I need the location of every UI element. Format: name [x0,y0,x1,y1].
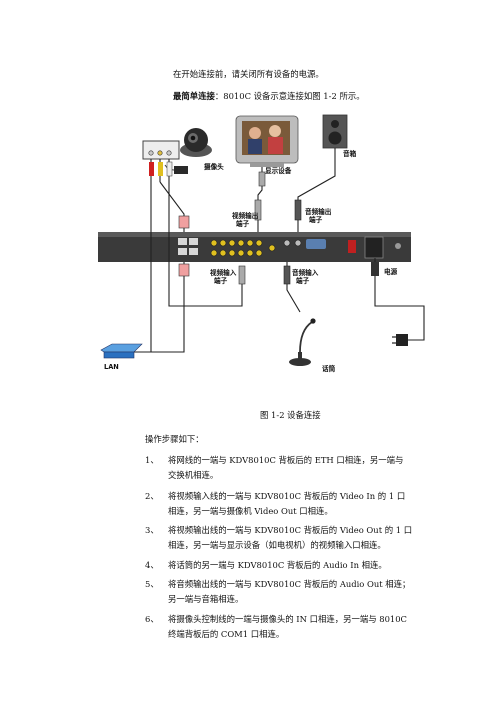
label-video-in-line1: 视频输入 [210,269,237,277]
intro-line-2: 最简单连接：8010C 设备示意连接如图 1-2 所示。 [173,91,365,102]
step-number: 1、 [145,455,159,465]
label-lan: LAN [104,363,119,371]
speaker-icon [322,114,348,149]
label-video-in: 视频输入 端子 [210,269,236,285]
label-audio-in: 音频输入 端子 [292,269,318,285]
step-line: 将话筒的另一端与 KDV8010C 背板后的 Audio In 相连。 [168,560,387,570]
camera-junction-box [142,140,180,160]
label-audio-in-line2: 端子 [296,277,310,285]
label-audio-out: 音频输出 端子 [305,208,331,224]
kdv8010c-backplane [98,232,411,262]
step-line: 另一端与音箱相连。 [168,594,244,604]
figure-caption: 图 1-2 设备连接 [260,410,321,420]
label-power: 电源 [384,268,398,276]
microphone-icon [289,318,316,366]
intro-bold-label: 最简单连接 [173,91,215,101]
tv-icon [235,115,299,167]
plug-connectors [149,161,379,285]
step-number: 2、 [145,491,159,501]
step-line: 将音频输出线的一端与 KDV8010C 背板后的 Audio Out 相连； [168,579,411,589]
camera-plug-icon [174,166,188,174]
power-plug-icon [392,334,408,346]
label-camera: 摄像头 [204,163,224,171]
intro-line-1: 在开始连接前，请关闭所有设备的电源。 [173,69,324,79]
step-line: 相连，另一端与显示设备（如电视机）的视频输入口相连。 [168,540,386,550]
label-audio-out-line2: 端子 [309,216,323,224]
step-number: 3、 [145,525,159,535]
label-video-out: 视频输出 端子 [232,212,258,228]
intro-rest: ：8010C 设备示意连接如图 1-2 所示。 [214,91,365,101]
step-line: 将视频输出线的一端与 KDV8010C 背板后的 Video Out 的 1 口 [168,525,413,535]
step-line: 将摄像头控制线的一端与摄像头的 IN 口相连，另一端与 8010C [168,614,407,624]
label-video-out-line2: 端子 [236,220,250,228]
step-line: 交换机相连。 [168,470,219,480]
step-number: 5、 [145,579,159,589]
steps-intro: 操作步骤如下： [145,434,204,444]
label-speaker: 音箱 [343,150,357,158]
step-number: 4、 [145,560,159,570]
step-line: 相连，另一端与摄像机 Video Out 口相连。 [168,506,333,516]
step-number: 6、 [145,614,159,624]
label-audio-out-line1: 音频输出 [305,208,332,216]
step-line: 将视频输入线的一端与 KDV8010C 背板后的 Video In 的 1 口 [168,491,406,501]
step-line: 将网线的一端与 KDV8010C 背板后的 ETH 口相连，另一端与 [168,455,404,465]
lan-switch-icon [100,343,143,359]
label-display: 显示设备 [265,167,292,175]
label-video-out-line1: 视频输出 [232,212,259,220]
label-video-in-line2: 端子 [214,277,228,285]
label-mic: 话筒 [322,365,336,373]
camera-icon [180,128,212,157]
step-line: 终端背板后的 COM1 口相连。 [168,629,285,639]
label-audio-in-line1: 音频输入 [292,269,319,277]
